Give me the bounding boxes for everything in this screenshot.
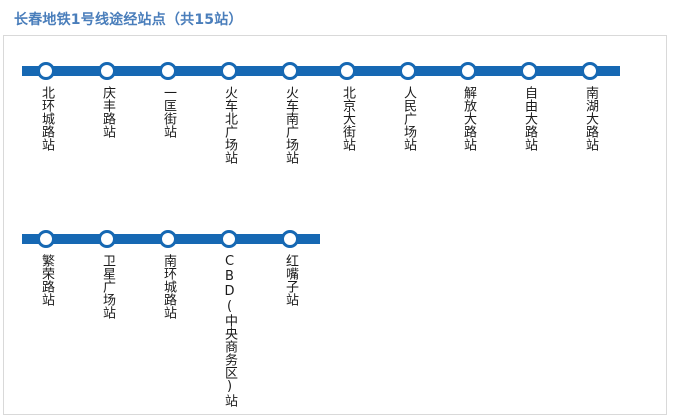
station-marker[interactable] — [281, 230, 299, 248]
station-label: 北环城路站 — [39, 86, 54, 151]
station-marker[interactable] — [159, 62, 177, 80]
station-marker[interactable] — [220, 62, 238, 80]
title-bar: 长春地铁1号线途经站点（共15站） — [3, 3, 667, 36]
station-label: 解放大路站 — [461, 86, 476, 151]
station-marker[interactable] — [159, 230, 177, 248]
station-marker[interactable] — [338, 62, 356, 80]
station-label: 庆丰路站 — [100, 86, 115, 138]
station-label: 人民广场站 — [401, 86, 416, 151]
station-label: 北京大街站 — [340, 86, 355, 151]
route-row-2: 繁荣路站 卫星广场站 南环城路站 CBD(中央商务区)站 红嘴子站 — [0, 226, 673, 407]
station-label: 卫星广场站 — [100, 254, 115, 319]
station-label: 红嘴子站 — [283, 254, 298, 306]
station-label: 自由大路站 — [522, 86, 537, 151]
station-label: 火车北广场站 — [222, 86, 237, 164]
station-marker[interactable] — [220, 230, 238, 248]
station-label: CBD(中央商务区)站 — [222, 254, 237, 407]
route-row-1: 北环城路站 庆丰路站 一匡街站 火车北广场站 火车南广场站 北京大街站 人民广场站 解放大路站… — [0, 58, 673, 164]
station-label: 一匡街站 — [161, 86, 176, 138]
station-label: 南湖大路站 — [583, 86, 598, 151]
station-marker[interactable] — [98, 62, 116, 80]
page-title: 长春地铁1号线途经站点（共15站） — [14, 12, 243, 28]
station-marker[interactable] — [37, 230, 55, 248]
station-marker[interactable] — [281, 62, 299, 80]
station-marker[interactable] — [581, 62, 599, 80]
station-marker[interactable] — [37, 62, 55, 80]
station-marker[interactable] — [98, 230, 116, 248]
station-marker[interactable] — [520, 62, 538, 80]
station-label: 火车南广场站 — [283, 86, 298, 164]
station-marker[interactable] — [399, 62, 417, 80]
station-marker[interactable] — [459, 62, 477, 80]
station-label: 南环城路站 — [161, 254, 176, 319]
route-line-1 — [22, 66, 620, 76]
station-label: 繁荣路站 — [39, 254, 54, 306]
